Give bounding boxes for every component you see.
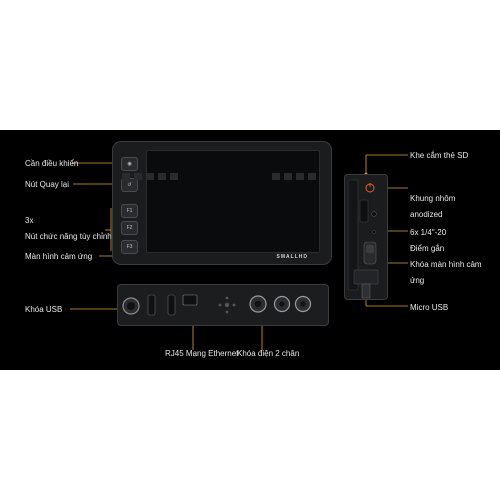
hdmi-out-port-icon	[167, 294, 176, 316]
label-power-lock: Khóa điện 2 chân	[237, 349, 300, 358]
monitor-side-view	[344, 174, 388, 300]
label-function-buttons: Nút chức năng tùy chỉnh	[25, 232, 112, 241]
back-button[interactable]: ↺	[121, 178, 138, 192]
label-touch-lock-2: ứng	[410, 276, 425, 285]
label-back-button: Nút Quay lại	[25, 180, 70, 189]
label-touch-lock-1: Khóa màn hình cảm	[410, 260, 482, 269]
label-rj45: RJ45 Mạng Ethernet	[165, 349, 239, 358]
label-sd-slot: Khe cắm thẻ SD	[410, 151, 469, 160]
sd-slot-icon	[359, 199, 369, 223]
product-feature-panel: ◉ ↺ F1 F2 F3 SMALLHD	[0, 130, 500, 370]
label-mount-2: Điểm gắn	[410, 244, 445, 253]
micro-usb-connector-icon	[361, 283, 371, 299]
monitor-front-view: ◉ ↺ F1 F2 F3 SMALLHD	[112, 141, 332, 265]
label-mount-1: 6x 1/4"-20	[410, 228, 447, 237]
label-usb-lock: Khóa USB	[25, 305, 63, 314]
hdmi-in-port-icon	[147, 294, 156, 316]
touchscreen-display[interactable]	[146, 150, 320, 253]
label-frame-1: Khung nhôm	[410, 194, 456, 203]
side-details	[347, 179, 379, 299]
bottom-ports	[122, 294, 312, 316]
label-touchscreen: Màn hình cảm ứng	[25, 252, 93, 261]
rj45-port-icon	[182, 294, 198, 306]
label-joystick: Cần điều khiển	[25, 159, 79, 168]
f3-button[interactable]: F3	[121, 240, 138, 254]
label-function-count: 3x	[25, 216, 34, 225]
mount-hole-icon	[371, 211, 377, 217]
label-micro-usb: Micro USB	[410, 303, 449, 312]
label-frame-2: anodized	[410, 210, 443, 219]
brand-logo: SMALLHD	[276, 254, 308, 260]
joystick-button[interactable]: ◉	[121, 157, 138, 171]
monitor-bottom-view	[117, 284, 329, 326]
joystick-icon	[218, 296, 236, 314]
f2-button[interactable]: F2	[121, 221, 138, 235]
f1-button[interactable]: F1	[121, 204, 138, 218]
